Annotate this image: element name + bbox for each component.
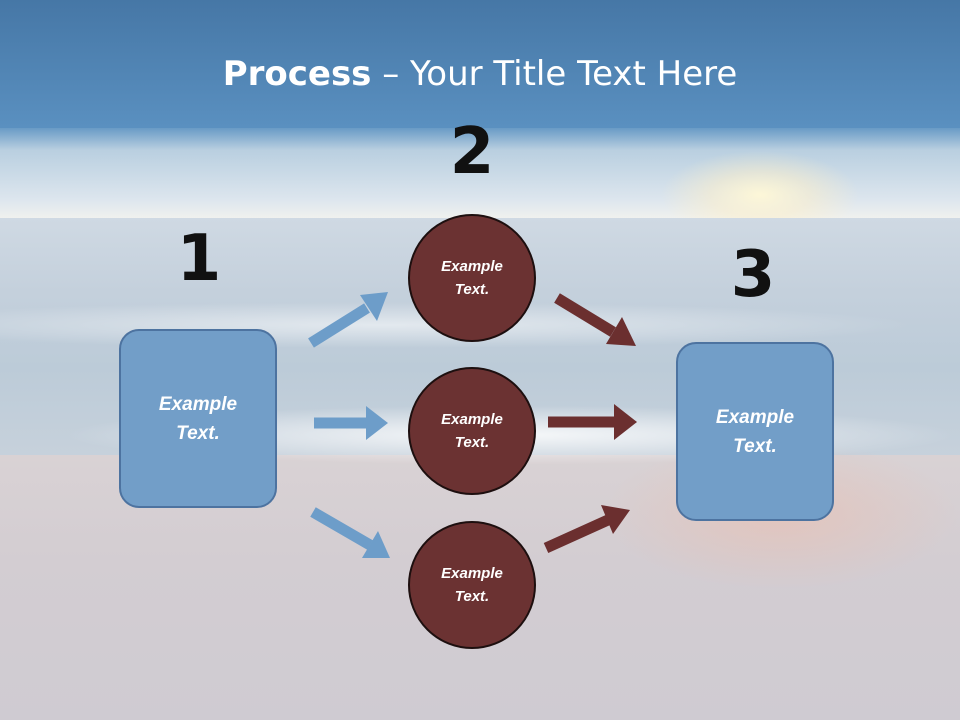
output-box: Example Text.	[676, 342, 834, 521]
input-box: Example Text.	[119, 329, 277, 508]
process-circle-1: Example Text.	[408, 214, 536, 342]
arrow-input-to-circle-1	[308, 292, 388, 348]
arrow-circle-1-to-output	[554, 293, 636, 346]
step-number-3: 3	[730, 238, 776, 312]
slide-title: Process – Your Title Text Here	[0, 52, 960, 96]
output-box-text: Example Text.	[715, 406, 795, 457]
process-circle-2: Example Text.	[408, 367, 536, 495]
process-circle-2-text: Example Text.	[441, 411, 503, 451]
arrow-input-to-circle-3	[310, 507, 390, 558]
input-box-text: Example Text.	[158, 393, 238, 444]
step-number-1: 1	[176, 222, 222, 296]
arrow-circle-2-to-output	[548, 404, 637, 440]
step-number-2: 2	[449, 115, 495, 189]
title-bold: Process	[222, 54, 372, 94]
process-circle-3-text: Example Text.	[441, 565, 503, 605]
title-band	[0, 0, 960, 128]
process-circle-3: Example Text.	[408, 521, 536, 649]
process-circle-1-text: Example Text.	[441, 258, 503, 298]
arrow-circle-3-to-output	[543, 505, 630, 554]
arrow-input-to-circle-2	[314, 406, 388, 440]
title-rest: – Your Title Text Here	[371, 54, 738, 94]
